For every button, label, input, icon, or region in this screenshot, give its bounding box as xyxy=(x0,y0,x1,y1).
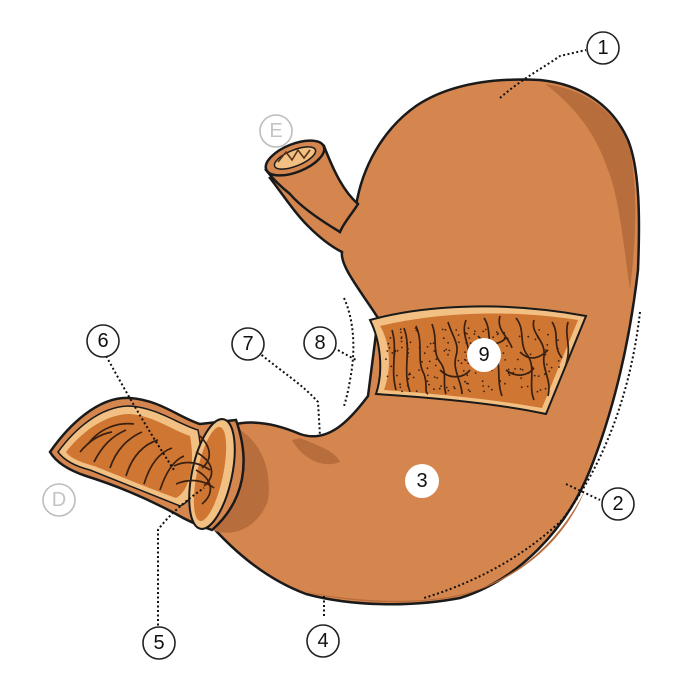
callout-8: 8 xyxy=(303,326,337,360)
callout-2-text: 2 xyxy=(612,493,623,515)
esophagus-mucosa-folds xyxy=(277,148,311,163)
callout-e: E xyxy=(259,114,293,148)
fundus-shadow xyxy=(545,84,636,290)
callout-1: 1 xyxy=(586,31,620,65)
leader-line-8 xyxy=(333,347,357,361)
lesser-curvature-shadow xyxy=(292,438,340,465)
leader-line-5 xyxy=(157,487,205,630)
leader-line-8-arc xyxy=(343,297,355,407)
pyloric-sphincter-folds xyxy=(173,435,215,505)
leader-line-2 xyxy=(565,483,601,501)
callout-d: D xyxy=(42,483,76,517)
pylorus-inner xyxy=(193,426,227,522)
pylorus-shadow xyxy=(212,425,269,533)
callout-1-text: 1 xyxy=(597,37,608,59)
callout-9-text: 9 xyxy=(478,344,489,366)
callout-3: 3 xyxy=(405,464,439,498)
leader-line-6 xyxy=(103,351,175,471)
callout-8-text: 8 xyxy=(314,332,325,354)
leader-line-1 xyxy=(499,49,587,99)
callout-d-text: D xyxy=(52,489,66,511)
callout-9: 9 xyxy=(467,338,501,372)
callout-6-text: 6 xyxy=(97,330,108,352)
callout-2: 2 xyxy=(601,487,635,521)
esophagus-lumen xyxy=(273,146,317,170)
callout-4-text: 4 xyxy=(317,630,328,652)
callout-4: 4 xyxy=(306,624,340,658)
callout-3-text: 3 xyxy=(416,470,427,492)
duodenum-folds xyxy=(79,422,185,491)
callout-5-text: 5 xyxy=(153,632,164,654)
callout-e-text: E xyxy=(269,120,282,142)
callout-5: 5 xyxy=(142,626,176,660)
leader-line-7 xyxy=(257,351,321,437)
callout-7: 7 xyxy=(231,327,265,361)
callout-7-text: 7 xyxy=(242,333,253,355)
callout-6: 6 xyxy=(86,324,120,358)
